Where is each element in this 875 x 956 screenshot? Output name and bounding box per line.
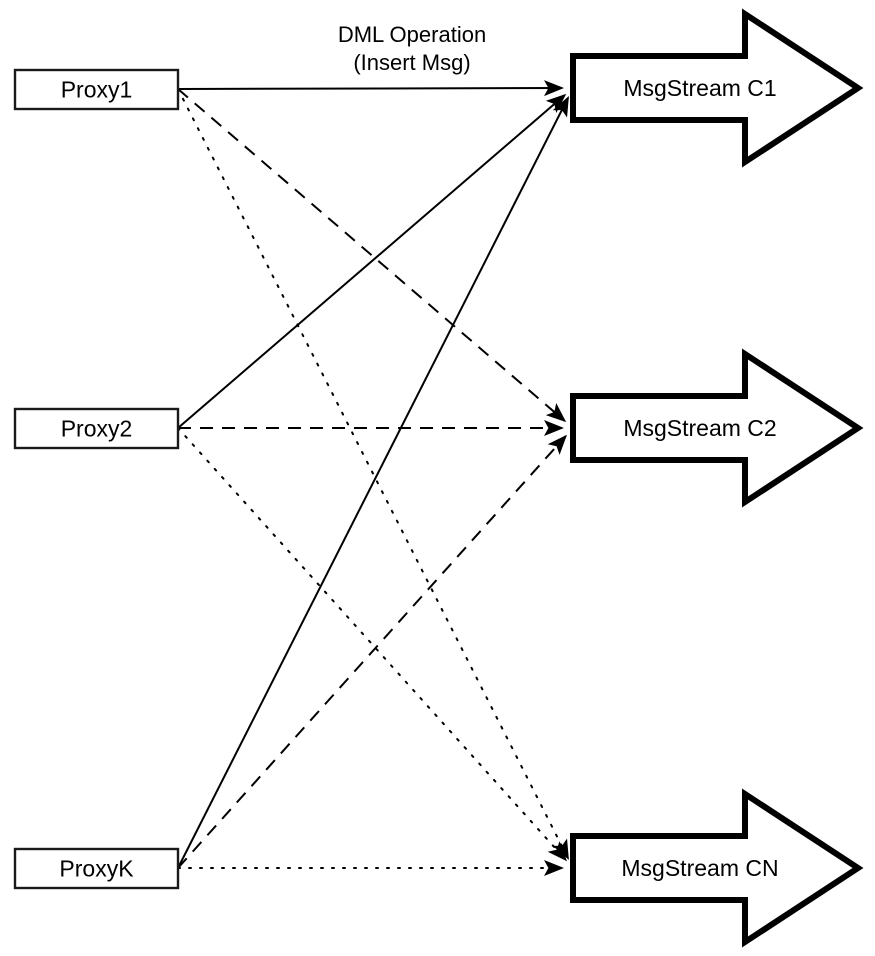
connection-proxy2-cn [177, 427, 567, 862]
msgstream-label: MsgStream CN [621, 855, 778, 881]
connection-proxy1-cn [177, 88, 570, 860]
edge-caption: DML Operation (Insert Msg) [338, 22, 486, 75]
proxy-label: ProxyK [59, 856, 134, 882]
connections-layer [177, 80, 570, 876]
proxy-box[interactable] [13, 68, 180, 111]
proxy-node-proxyk[interactable]: ProxyK [13, 847, 180, 890]
connection-proxy1-c2 [177, 88, 567, 423]
proxy-label: Proxy2 [61, 416, 133, 442]
proxy-box[interactable] [13, 847, 180, 890]
msgstream-nodes-layer: MsgStream C1 MsgStream C2 MsgStream CN [570, 8, 864, 948]
msgstream-node-msgstream_c2[interactable]: MsgStream C2 [570, 348, 864, 508]
proxy-box[interactable] [13, 407, 180, 450]
edge-caption-line-2: (Insert Msg) [353, 50, 470, 75]
msgstream-arrow-shape[interactable] [570, 8, 864, 168]
msgstream-arrow-shape[interactable] [570, 788, 864, 948]
edge-caption-line-1: DML Operation [338, 22, 486, 47]
proxy-node-proxy1[interactable]: Proxy1 [13, 68, 180, 111]
connection-proxy2-c1 [177, 93, 567, 429]
connection-proxyk-c1 [177, 96, 569, 869]
proxy-node-proxy2[interactable]: Proxy2 [13, 407, 180, 450]
connection-proxyk-c2 [177, 434, 567, 869]
msgstream-label: MsgStream C2 [623, 415, 776, 441]
connection-proxy1-c1 [177, 80, 565, 97]
msgstream-node-msgstream_c1[interactable]: MsgStream C1 [570, 8, 864, 168]
msgstream-node-msgstream_cn[interactable]: MsgStream CN [570, 788, 864, 948]
msgstream-arrow-shape[interactable] [570, 348, 864, 508]
proxy-label: Proxy1 [61, 77, 133, 103]
msgstream-label: MsgStream C1 [623, 75, 776, 101]
